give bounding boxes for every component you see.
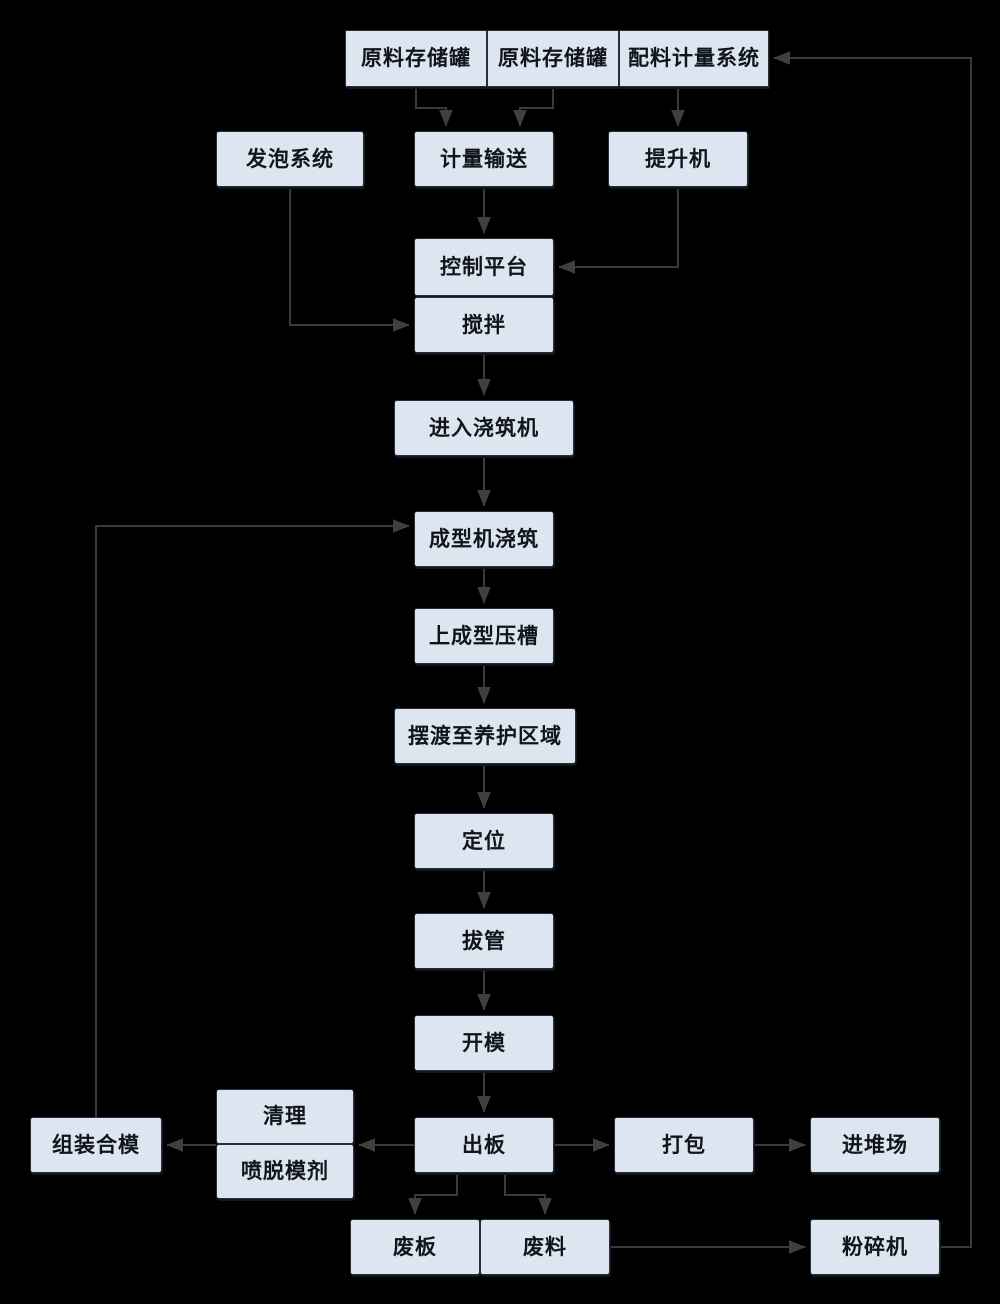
flow-node-label: 开模 — [462, 1030, 506, 1055]
flow-node-n23[interactable]: 废料 — [480, 1219, 610, 1275]
flow-node-label: 清理 — [263, 1104, 307, 1128]
flow-node-label: 控制平台 — [440, 254, 528, 279]
flow-edge-n4-to-n8 — [289, 187, 410, 332]
flow-edge-n16-to-n10 — [95, 519, 410, 1117]
flow-node-label: 组装合模 — [52, 1132, 140, 1157]
flow-node-n6[interactable]: 提升机 — [608, 131, 748, 187]
flow-node-n12[interactable]: 摆渡至养护区域 — [394, 708, 576, 764]
flow-node-label: 成型机浇筑 — [429, 526, 539, 551]
flow-node-label: 发泡系统 — [246, 146, 334, 171]
flow-edge-n24-to-n3 — [773, 51, 972, 1248]
flow-node-label: 废料 — [523, 1234, 567, 1259]
flow-node-label: 喷脱模剂 — [241, 1159, 329, 1183]
flow-node-n8[interactable]: 搅拌 — [414, 297, 554, 353]
flow-node-label: 上成型压槽 — [429, 623, 539, 648]
flow-node-n18[interactable]: 喷脱模剂 — [216, 1144, 354, 1199]
flow-node-n2[interactable]: 原料存储罐 — [487, 30, 619, 87]
flow-node-n16[interactable]: 组装合模 — [30, 1117, 162, 1173]
flow-node-n22[interactable]: 废板 — [350, 1219, 480, 1275]
flow-edge-n1-to-n5 — [415, 87, 453, 127]
flow-node-label: 配料计量系统 — [628, 46, 760, 70]
flow-node-label: 计量输送 — [440, 146, 528, 171]
flow-node-label: 粉碎机 — [842, 1234, 908, 1259]
flow-node-label: 打包 — [662, 1132, 706, 1157]
flow-node-n19[interactable]: 出板 — [414, 1117, 554, 1173]
flow-edge-n2-to-n5 — [513, 87, 554, 127]
flow-node-n15[interactable]: 开模 — [414, 1015, 554, 1071]
flow-node-label: 搅拌 — [462, 312, 506, 337]
flow-node-n10[interactable]: 成型机浇筑 — [414, 511, 554, 567]
flow-node-label: 进入浇筑机 — [429, 415, 539, 440]
flow-node-n20[interactable]: 打包 — [614, 1117, 754, 1173]
flow-edge-n6-to-n7 — [558, 187, 679, 274]
flow-node-label: 进堆场 — [842, 1132, 908, 1157]
flow-node-n24[interactable]: 粉碎机 — [810, 1219, 940, 1275]
flow-node-label: 原料存储罐 — [498, 46, 608, 70]
flow-node-n3[interactable]: 配料计量系统 — [619, 30, 769, 87]
flow-node-label: 原料存储罐 — [361, 46, 471, 70]
flow-node-label: 定位 — [462, 828, 506, 853]
flow-node-label: 拔管 — [462, 928, 506, 953]
flow-node-label: 摆渡至养护区域 — [408, 723, 562, 748]
flow-node-n7[interactable]: 控制平台 — [414, 238, 554, 296]
flow-node-label: 出板 — [462, 1132, 506, 1157]
flow-node-n9[interactable]: 进入浇筑机 — [394, 400, 574, 456]
flow-node-label: 提升机 — [645, 146, 711, 171]
flow-node-n21[interactable]: 进堆场 — [810, 1117, 940, 1173]
flow-node-n5[interactable]: 计量输送 — [414, 131, 554, 187]
flow-node-n17[interactable]: 清理 — [216, 1089, 354, 1144]
flow-node-n13[interactable]: 定位 — [414, 813, 554, 869]
flow-edge-n19-to-n23 — [504, 1173, 552, 1215]
flow-node-n4[interactable]: 发泡系统 — [216, 131, 364, 187]
flow-node-label: 废板 — [393, 1234, 437, 1259]
flow-node-n1[interactable]: 原料存储罐 — [345, 30, 487, 87]
flow-edge-n19-to-n22 — [408, 1173, 458, 1215]
flow-node-n11[interactable]: 上成型压槽 — [414, 608, 554, 664]
flow-node-n14[interactable]: 拔管 — [414, 913, 554, 969]
